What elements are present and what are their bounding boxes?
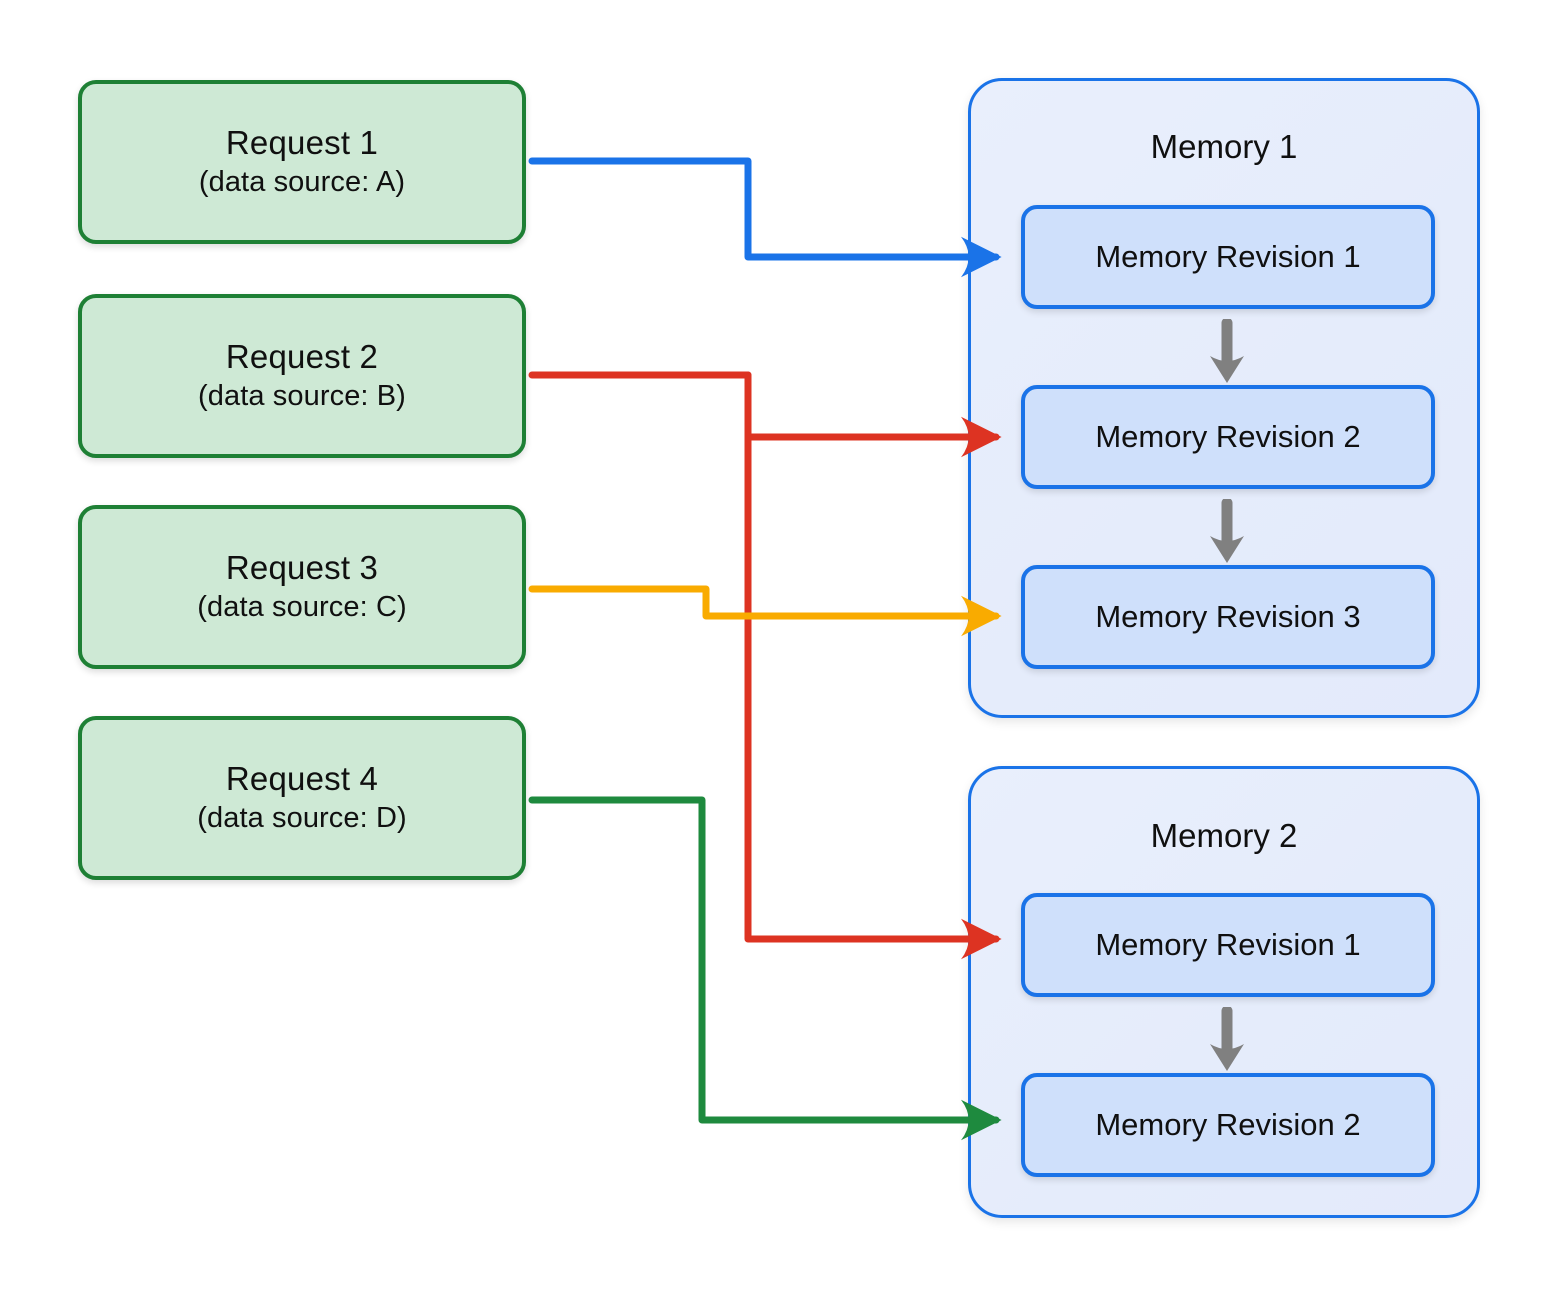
request-title: Request 4 bbox=[225, 760, 379, 798]
request-box-3[interactable]: Request 3 (data source: C) bbox=[78, 505, 526, 669]
request-subtitle: (data source: B) bbox=[198, 380, 406, 413]
request-subtitle: (data source: D) bbox=[197, 802, 407, 835]
memory-container-2[interactable]: Memory 2 Memory Revision 1 Memory Revisi… bbox=[968, 766, 1480, 1218]
request-subtitle: (data source: C) bbox=[197, 591, 407, 624]
request-box-2[interactable]: Request 2 (data source: B) bbox=[78, 294, 526, 458]
connector-request3-to-memory1-revision3 bbox=[528, 585, 1002, 637]
memory-revision-box[interactable]: Memory Revision 2 bbox=[1021, 1073, 1435, 1177]
connector-request4-to-memory2-revision2 bbox=[528, 796, 1002, 1141]
connector-request2-to-memory2-revision1 bbox=[744, 371, 1002, 960]
request-box-1[interactable]: Request 1 (data source: A) bbox=[78, 80, 526, 244]
memory-revision-box[interactable]: Memory Revision 1 bbox=[1021, 893, 1435, 997]
down-arrow-icon bbox=[1210, 499, 1244, 563]
memory-revision-box[interactable]: Memory Revision 2 bbox=[1021, 385, 1435, 489]
request-box-4[interactable]: Request 4 (data source: D) bbox=[78, 716, 526, 880]
memory-revision-box[interactable]: Memory Revision 1 bbox=[1021, 205, 1435, 309]
down-arrow-icon bbox=[1210, 319, 1244, 383]
memory-title: Memory 2 bbox=[1150, 817, 1298, 854]
request-subtitle: (data source: A) bbox=[198, 166, 406, 199]
memory-title: Memory 1 bbox=[1150, 128, 1298, 165]
memory-container-1[interactable]: Memory 1 Memory Revision 1 Memory Revisi… bbox=[968, 78, 1480, 718]
connector-request2-to-memory1-revision2 bbox=[528, 371, 1002, 458]
request-title: Request 2 bbox=[225, 338, 379, 376]
request-title: Request 1 bbox=[225, 124, 379, 162]
connector-request1-to-memory1-revision1 bbox=[528, 157, 1002, 278]
down-arrow-icon bbox=[1210, 1007, 1244, 1071]
memory-revision-box[interactable]: Memory Revision 3 bbox=[1021, 565, 1435, 669]
request-title: Request 3 bbox=[225, 549, 379, 587]
